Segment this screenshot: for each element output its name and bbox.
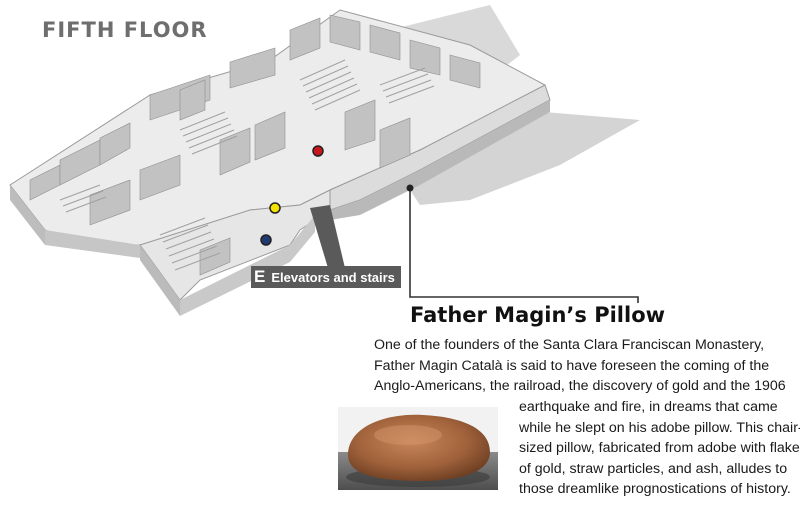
blue-marker — [260, 234, 272, 246]
desc-line: those dreamlike prognostications of hist… — [519, 481, 791, 497]
desc-line: sized pillow, fabricated from adobe with… — [519, 440, 800, 456]
pillow-photo — [338, 407, 498, 490]
desc-line: while he slept on his adobe pillow. This… — [519, 419, 800, 436]
elevator-letter: E — [254, 267, 266, 286]
room-blocks — [29, 14, 481, 276]
desc-line: Father Magin Català is said to have fore… — [374, 357, 770, 374]
feature-description-side: earthquake and fire, in dreams that came… — [519, 397, 800, 500]
pillow-location-marker — [406, 184, 414, 192]
shelving-rows — [59, 59, 435, 271]
elevators-label: E Elevators and stairs — [251, 266, 401, 288]
desc-line: One of the founders of the Santa Clara F… — [374, 337, 765, 353]
feature-description-top: One of the founders of the Santa Clara F… — [374, 335, 786, 397]
desc-line: earthquake and fire, in dreams that came — [519, 399, 778, 415]
red-marker — [312, 145, 324, 157]
feature-title: Father Magin’s Pillow — [410, 303, 666, 327]
desc-line: Anglo-Americans, the railroad, the disco… — [374, 378, 786, 394]
desc-line: of gold, straw particles, and ash, allud… — [519, 460, 788, 477]
floor-plate-lower-right — [400, 110, 640, 205]
yellow-marker — [269, 202, 281, 214]
elevator-pointer — [310, 205, 345, 268]
map-markers — [260, 145, 414, 246]
feature-leader-line — [409, 188, 639, 303]
floor-title: FIFTH FLOOR — [42, 18, 208, 42]
elevator-text: Elevators and stairs — [271, 269, 395, 285]
